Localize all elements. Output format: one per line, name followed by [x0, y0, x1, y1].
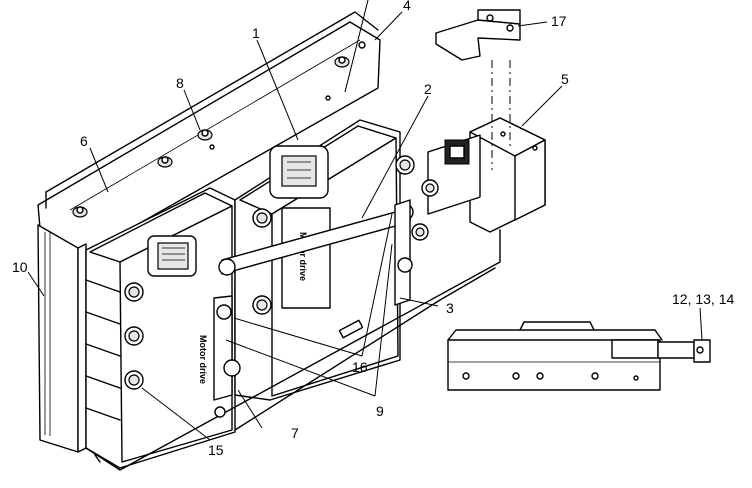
- plate-bolt: [157, 156, 173, 168]
- module-label-left: Motor drive: [198, 335, 208, 384]
- mounting-plate: [37, 11, 381, 261]
- callout-5: 5: [561, 71, 569, 87]
- leader-lines: [27, 0, 703, 441]
- motor-drive-module-left: Motor drive: [85, 187, 236, 469]
- callout-3: 3: [446, 300, 454, 316]
- callout-7: 7: [291, 425, 299, 441]
- side-panel: [37, 224, 87, 453]
- callout-2: 2: [424, 81, 432, 97]
- contactor-stud: [421, 179, 439, 197]
- inset-side-view: [447, 321, 711, 391]
- terminal: [395, 155, 415, 175]
- base-tray: [85, 229, 501, 471]
- bracket: [435, 9, 521, 170]
- terminal: [252, 295, 272, 315]
- callout-10: 10: [12, 259, 28, 275]
- callout-8: 8: [176, 75, 184, 91]
- contactor-stud: [411, 223, 429, 241]
- callout-9: 9: [376, 403, 384, 419]
- heatsink-fins: [85, 279, 121, 421]
- connector: [147, 235, 197, 277]
- callout-4: 4: [403, 0, 411, 13]
- connector: [269, 145, 329, 199]
- module-label-right: Motor drive: [298, 232, 308, 281]
- bus-bar: [213, 295, 241, 401]
- callout-15: 15: [208, 442, 224, 458]
- callout-6: 6: [80, 133, 88, 149]
- terminal: [124, 326, 144, 346]
- bus-bar: [394, 199, 413, 306]
- terminal: [124, 370, 144, 390]
- plate-bolt: [197, 129, 213, 141]
- contactor: [411, 117, 546, 241]
- terminal: [252, 208, 272, 228]
- plate-bolt: [334, 56, 350, 68]
- terminal: [124, 282, 144, 302]
- plate-bolt: [72, 206, 88, 218]
- callout-1: 1: [252, 25, 260, 41]
- callout-16: 16: [352, 359, 368, 375]
- callout-17: 17: [551, 13, 567, 29]
- callout-12-13-14: 12, 13, 14: [672, 291, 734, 307]
